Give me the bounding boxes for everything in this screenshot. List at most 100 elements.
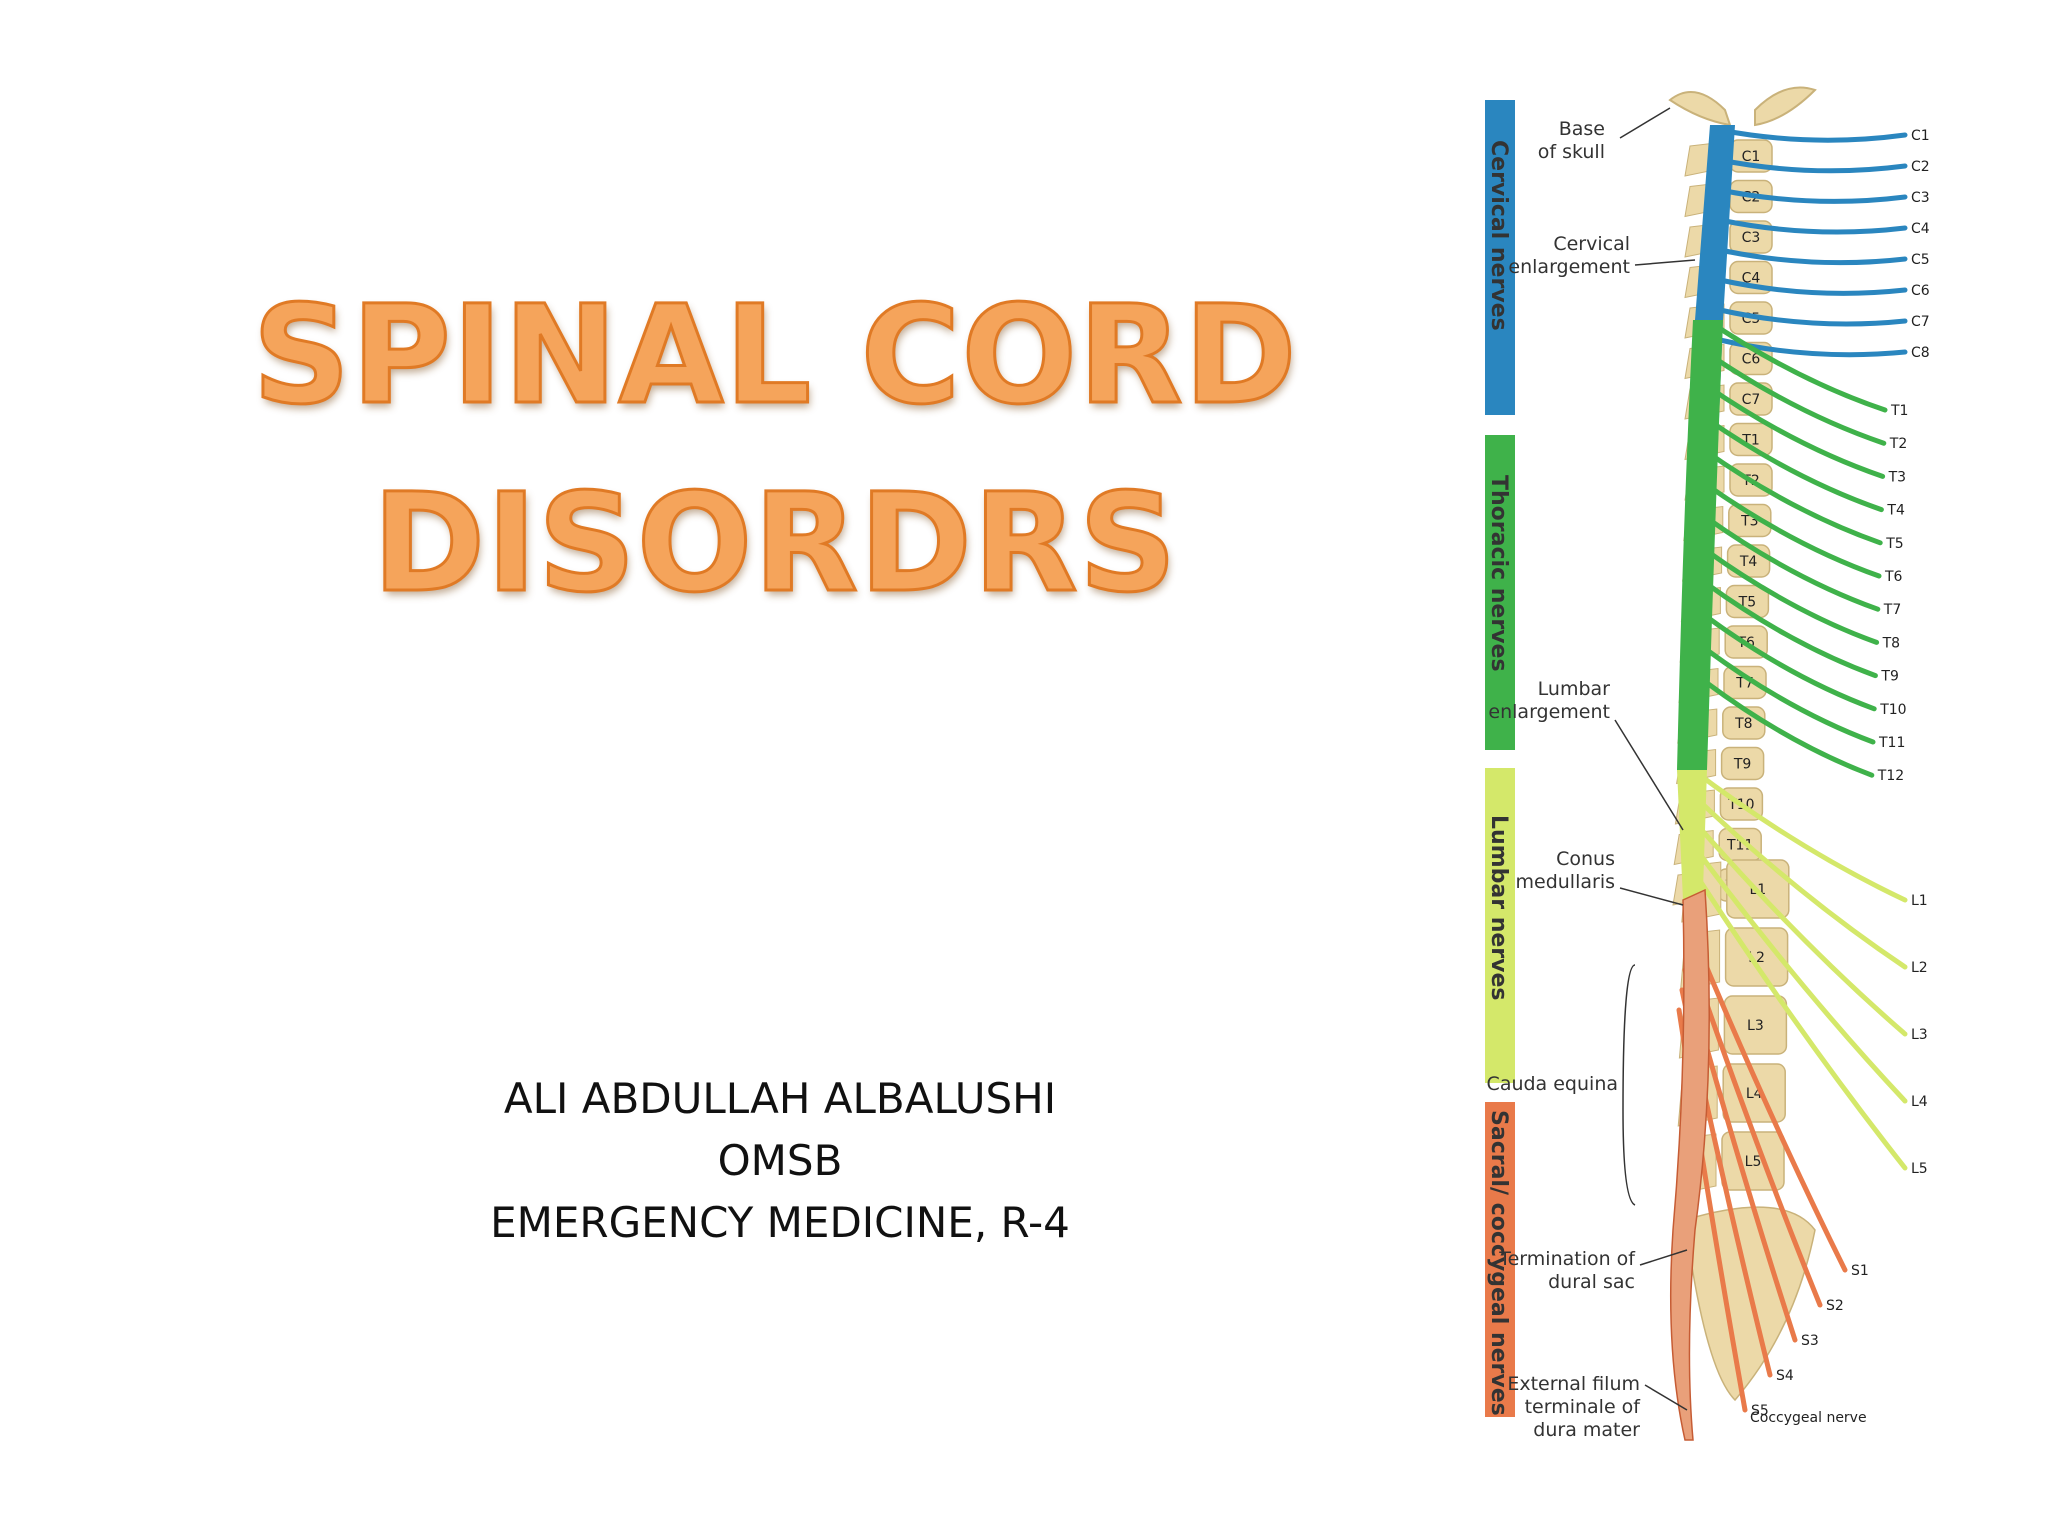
nerve-c7: [1717, 307, 1908, 327]
vertebra-label-c7: C7: [1742, 392, 1761, 408]
sacrum: [1684, 1206, 1816, 1402]
nerve-label-l3: L3: [1911, 1027, 1928, 1043]
vertebra-label-l3: L3: [1747, 1018, 1764, 1034]
nerve-c6: [1717, 277, 1908, 296]
nerve-label-c1: C1: [1911, 128, 1930, 144]
nerve-t7: [1704, 515, 1881, 612]
nerve-label-c5: C5: [1911, 252, 1930, 268]
nerve-c5: [1717, 247, 1908, 266]
nerve-s1: [1688, 927, 1848, 1273]
title-line-1: SPINAL CORD: [251, 276, 1298, 437]
author-name: ALI ABDULLAH ALBALUSHI: [503, 1074, 1057, 1123]
lumbar-enlargement-label: Lumbar: [1538, 678, 1611, 700]
nerve-label-t10: T10: [1879, 702, 1906, 718]
sacral-region-label: Sacral/ coccygeal nerves: [1486, 1110, 1511, 1416]
nerve-label-s5: S5: [1751, 1403, 1769, 1419]
nerve-c3: [1717, 187, 1908, 204]
filum-terminale-label-3: dura mater: [1533, 1419, 1640, 1441]
nerve-label-s3: S3: [1801, 1333, 1819, 1349]
nerve-label-l4: L4: [1911, 1094, 1928, 1110]
vertebra-label-t4: T4: [1739, 554, 1758, 570]
spinal-cord-illustration: Cervical nerves Thoracic nerves Lumbar n…: [1485, 86, 1930, 1441]
thoracic-cord: [1677, 320, 1723, 770]
nerve-l4: [1690, 842, 1908, 1104]
vertebra-label-c1: C1: [1742, 149, 1761, 165]
nerve-t11: [1704, 647, 1876, 745]
nerve-t4: [1704, 416, 1884, 513]
nerve-label-t11: T11: [1878, 735, 1905, 751]
nerve-l1: [1690, 767, 1908, 903]
title-line-2: DISORDRS: [371, 464, 1178, 625]
nerve-label-t9: T9: [1880, 669, 1898, 685]
sacral-region-bar: [1485, 1102, 1515, 1417]
nerve-label-c4: C4: [1911, 221, 1930, 237]
cervical-enlargement-label: Cervical: [1553, 233, 1630, 255]
filum-terminale-label: External filum: [1507, 1373, 1640, 1395]
dural-sac-label-2: dural sac: [1548, 1271, 1635, 1293]
nerve-label-t8: T8: [1882, 635, 1900, 651]
nerve-t10: [1704, 614, 1877, 712]
nerve-label-t6: T6: [1884, 569, 1903, 585]
nerve-label-c8: C8: [1911, 345, 1930, 361]
nerve-label-t7: T7: [1883, 602, 1901, 618]
nerve-t5: [1704, 449, 1883, 546]
nerve-label-l5: L5: [1911, 1161, 1928, 1177]
dural-sac-label: Termination of: [1498, 1248, 1636, 1270]
nerve-label-t5: T5: [1885, 536, 1903, 552]
author-role: EMERGENCY MEDICINE, R-4: [490, 1198, 1070, 1247]
nerve-l2: [1690, 792, 1908, 970]
nerve-c1: [1717, 127, 1908, 143]
nerve-t8: [1704, 548, 1880, 645]
nerve-label-s2: S2: [1826, 1298, 1844, 1314]
nerve-t1: [1704, 317, 1888, 413]
spinal-nerves: C1C2C3C4C5C6C7C8T1T2T3T4T5T6T7T8T9T10T11…: [1676, 127, 1930, 1419]
vertebra-label-c4: C4: [1742, 271, 1761, 287]
nerve-label-t4: T4: [1886, 503, 1905, 519]
nerve-label-t2: T2: [1889, 436, 1907, 452]
nerve-t9: [1704, 581, 1878, 679]
skull-base-right: [1754, 86, 1817, 127]
base-of-skull-label-2: of skull: [1538, 141, 1605, 163]
cauda-equina: [1669, 888, 1710, 1441]
lumbar-enlargement-cord: [1677, 770, 1707, 900]
nerve-label-t12: T12: [1877, 768, 1904, 784]
vertebra-label-t9: T9: [1733, 757, 1751, 773]
vertebra-label-c6: C6: [1742, 352, 1761, 368]
lumbar-region-bar: [1485, 768, 1515, 1083]
thoracic-region-bar: [1485, 435, 1515, 750]
skull-base-left: [1668, 91, 1732, 127]
nerve-label-l1: L1: [1911, 893, 1928, 909]
cauda-equina-label: Cauda equina: [1487, 1073, 1618, 1095]
nerve-label-s4: S4: [1776, 1368, 1794, 1384]
nerve-c4: [1717, 217, 1908, 235]
slide-title: SPINAL CORD DISORDRS: [225, 262, 1325, 638]
nerve-label-c3: C3: [1911, 190, 1930, 206]
vertebra-t7: [1723, 665, 1767, 700]
cervical-region-bar: [1485, 100, 1515, 415]
nerve-t2: [1704, 350, 1887, 446]
vertebra-label-l5: L5: [1745, 1154, 1762, 1170]
vertebra-t9: [1720, 746, 1765, 781]
nerve-label-t1: T1: [1890, 403, 1908, 419]
nerve-label-c7: C7: [1911, 314, 1930, 330]
vertebra-t3: [1728, 503, 1772, 538]
cervical-enlargement-label-2: enlargement: [1508, 256, 1630, 278]
nerve-t6: [1704, 482, 1882, 579]
nerve-label-s1: S1: [1851, 1263, 1869, 1279]
nerve-t3: [1704, 383, 1886, 479]
vertebra-t1: [1729, 422, 1773, 457]
nerve-label-c2: C2: [1911, 159, 1930, 175]
thoracic-region-label: Thoracic nerves: [1486, 475, 1511, 672]
cervical-region-label: Cervical nerves: [1486, 140, 1511, 331]
lumbar-enlargement-label-2: enlargement: [1488, 701, 1610, 723]
nerve-label-t3: T3: [1888, 469, 1906, 485]
nerve-t12: [1704, 680, 1875, 778]
conus-medullaris-label-2: medullaris: [1516, 871, 1616, 893]
vertebra-label-c3: C3: [1742, 230, 1761, 246]
vertebra-label-t8: T8: [1734, 716, 1752, 732]
conus-medullaris-label: Conus: [1556, 848, 1615, 870]
base-of-skull-label: Base: [1559, 118, 1605, 140]
nerve-l5: [1690, 867, 1908, 1171]
nerve-label-c6: C6: [1911, 283, 1930, 299]
author-block: ALI ABDULLAH ALBALUSHI OMSB EMERGENCY ME…: [370, 1068, 1190, 1254]
